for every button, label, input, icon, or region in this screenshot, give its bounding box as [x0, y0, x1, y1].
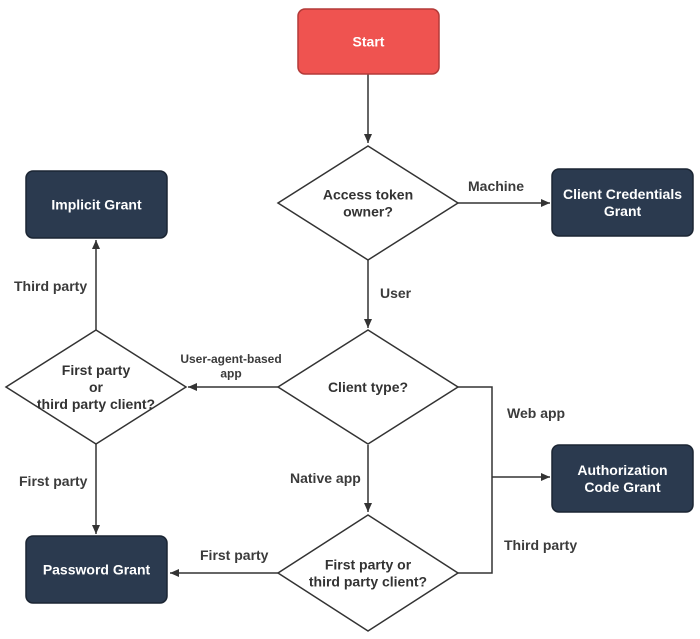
- text-line: app: [220, 367, 241, 381]
- password-label: Password Grant: [43, 561, 151, 577]
- start-node: Start: [297, 8, 440, 75]
- text-line: First party: [62, 362, 131, 378]
- edges: [92, 74, 550, 577]
- text-line: Password Grant: [43, 561, 151, 577]
- client-type-diamond: [276, 329, 460, 445]
- left-party-diamond: [4, 329, 188, 445]
- text-line: First party or: [325, 556, 412, 572]
- password-grant-node: Password Grant: [25, 535, 168, 604]
- text-line: User-agent-based: [180, 352, 281, 366]
- client-credentials-box: [551, 168, 694, 237]
- implicit-grant-node: Implicit Grant: [25, 170, 168, 239]
- text-line: owner?: [343, 203, 393, 219]
- password-box: [25, 535, 168, 604]
- edge-label-third-party-right: Third party: [504, 537, 577, 553]
- edge-label-third-party-left: Third party: [14, 278, 87, 294]
- client-type-label: Client type?: [328, 379, 408, 395]
- implicit-label: Implicit Grant: [51, 196, 142, 212]
- start-label: Start: [353, 33, 385, 49]
- text-line: Access token: [323, 186, 413, 202]
- edge-client-type-web-app: [458, 386, 493, 477]
- edge-label-native-app: Native app: [290, 470, 361, 486]
- edge-label-first-party-bottom: First party: [200, 547, 269, 563]
- text-line: or: [89, 379, 104, 395]
- authorization-code-box: [551, 444, 694, 513]
- text-line: Implicit Grant: [51, 196, 142, 212]
- text-line: Client type?: [328, 379, 408, 395]
- edge-label-first-party-left: First party: [19, 473, 88, 489]
- edge-label-web-app: Web app: [507, 405, 565, 421]
- edge-label-machine: Machine: [468, 178, 524, 194]
- edge-label-user: User: [380, 285, 412, 301]
- client-type-decision: Client type?: [276, 329, 460, 445]
- text-line: third party client?: [309, 573, 427, 589]
- text-line: Code Grant: [584, 479, 661, 495]
- text-line: Grant: [604, 203, 642, 219]
- access-token-owner-diamond: [276, 145, 460, 261]
- edge-bottom-decision-third-party: [458, 477, 493, 574]
- bottom-party-diamond: [276, 514, 460, 632]
- text-line: Start: [353, 33, 385, 49]
- text-line: third party client?: [37, 396, 155, 412]
- implicit-box: [25, 170, 168, 239]
- text-line: Client Credentials: [563, 186, 682, 202]
- text-line: Authorization: [577, 462, 667, 478]
- start-box: [297, 8, 440, 75]
